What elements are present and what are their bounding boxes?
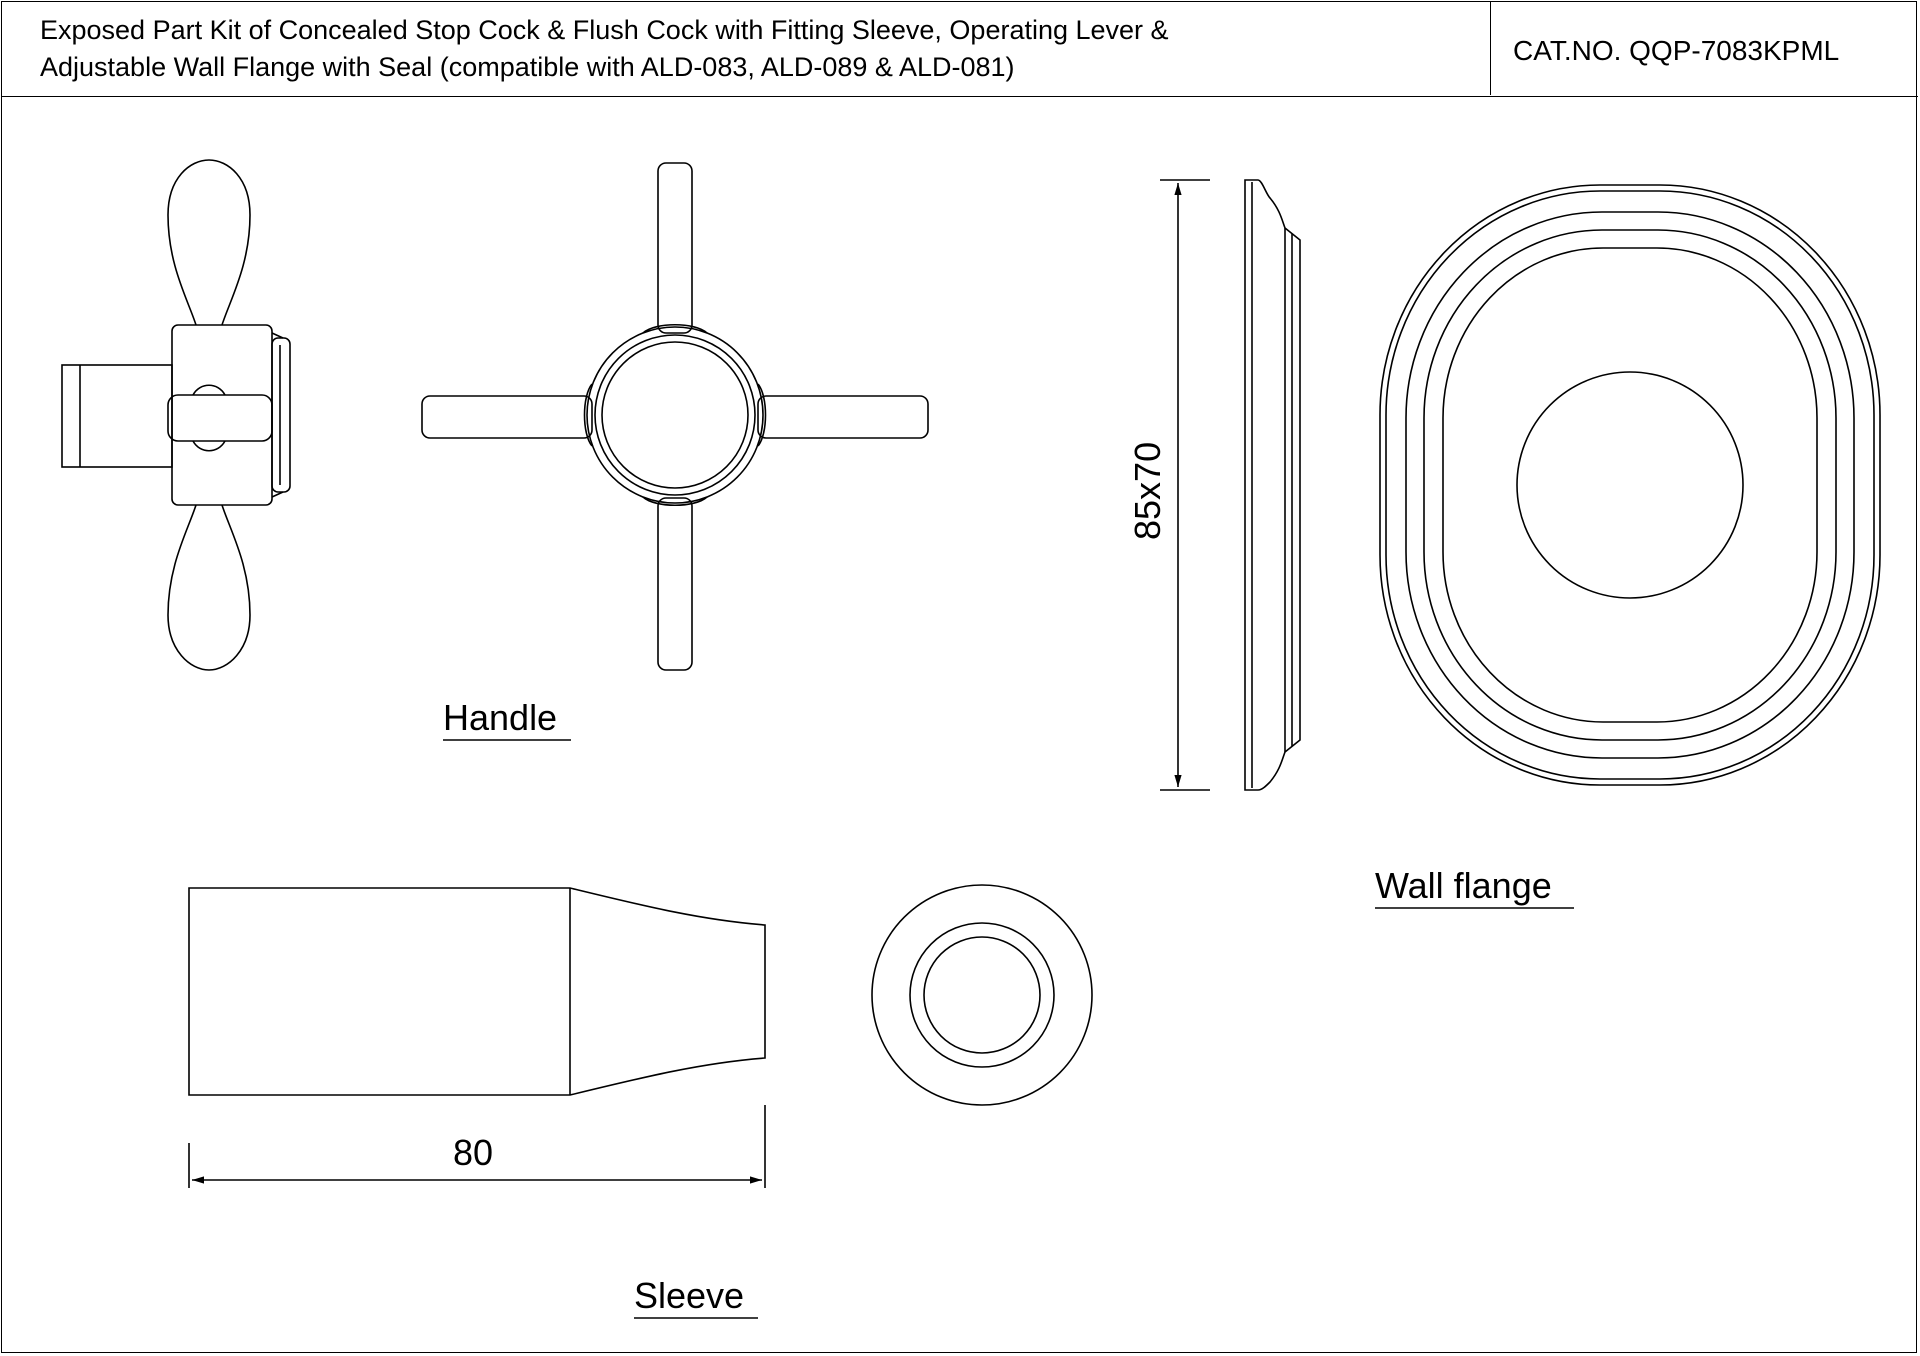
handle-arm-top xyxy=(657,162,693,334)
handle-side-view xyxy=(61,159,291,671)
flange-dimension-text: 85x70 xyxy=(1127,442,1168,540)
part-description: Exposed Part Kit of Concealed Stop Cock … xyxy=(40,15,1169,82)
sleeve-outer-circle xyxy=(871,884,1093,1106)
handle-top-paddle xyxy=(167,159,251,326)
sleeve-end-view xyxy=(871,884,1093,1106)
sleeve-side-view xyxy=(188,887,766,1096)
title-block: Exposed Part Kit of Concealed Stop Cock … xyxy=(2,2,1918,97)
sleeve-dimension xyxy=(188,1105,766,1188)
handle-label: Handle xyxy=(443,697,557,738)
handle-hub-outer xyxy=(586,326,764,504)
flange-dimension xyxy=(1160,179,1210,791)
flange-outer-rim xyxy=(1379,184,1881,786)
catalog-number: CAT.NO. QQP-7083KPML xyxy=(1513,35,1840,66)
handle-bottom-paddle xyxy=(167,504,251,671)
wall-flange-label: Wall flange xyxy=(1375,865,1552,906)
sleeve-length-text: 80 xyxy=(453,1132,493,1173)
sleeve-label: Sleeve xyxy=(634,1275,744,1316)
handle-spindle xyxy=(61,364,173,468)
handle-arm-left xyxy=(421,395,593,439)
wall-flange-front-view xyxy=(1379,184,1881,786)
flange-centre-hole xyxy=(1516,371,1744,599)
catalog-cell: CAT.NO. QQP-7083KPML xyxy=(1490,2,1918,95)
handle-body xyxy=(171,324,273,506)
wall-flange-side-view xyxy=(1244,179,1301,791)
handle-front-view xyxy=(421,162,929,671)
handle-arm-bottom xyxy=(657,497,693,671)
handle-arm-right xyxy=(757,395,929,439)
sleeve-outline xyxy=(188,887,766,1096)
